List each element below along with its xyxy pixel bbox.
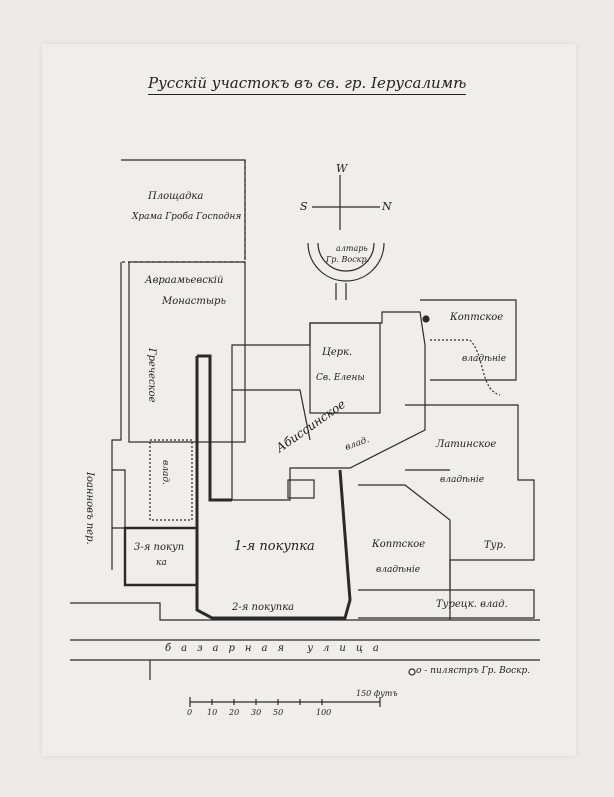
label-coptic-top2: владѣніе bbox=[462, 354, 507, 364]
label-first-purchase: 1-я покупка bbox=[234, 539, 315, 554]
label-latin2: владѣніе bbox=[440, 475, 485, 485]
scale-end: 150 футъ bbox=[356, 689, 398, 698]
label-second-purchase: 2-я покупка bbox=[232, 602, 295, 613]
coptic-bottom-block bbox=[358, 484, 451, 591]
pilaster-marker bbox=[422, 315, 430, 323]
label-bazaar-street: базарная улица bbox=[165, 643, 389, 654]
abraham-block bbox=[128, 261, 246, 443]
label-pilaster: о - пилястръ Гр. Воскр. bbox=[416, 666, 531, 676]
third-purchase-block bbox=[123, 526, 199, 587]
scale-tick: 10 bbox=[207, 708, 218, 717]
latin-block bbox=[405, 404, 535, 620]
label-turk: Тур. bbox=[484, 540, 507, 551]
scale-tick: 50 bbox=[273, 708, 284, 717]
label-third-purchase: 3-я покуп bbox=[134, 542, 185, 553]
label-ioann-lane: Iоанновъ пер. bbox=[84, 472, 95, 545]
square-outline bbox=[121, 159, 246, 260]
label-turkish: Турецк. влад. bbox=[436, 599, 508, 610]
label-abraham2: Монастырь bbox=[162, 296, 226, 307]
church-block bbox=[309, 322, 381, 414]
map-sheet bbox=[42, 44, 576, 756]
compass-north: N bbox=[382, 200, 392, 213]
label-altar: алтарь bbox=[336, 244, 368, 253]
altar-arc bbox=[307, 242, 385, 282]
label-square2: Храма Гроба Господня bbox=[132, 212, 242, 222]
label-altar2: Гр. Воскр. bbox=[326, 255, 370, 264]
map-title: Русскій участокъ въ св. гр. Iерусалимѣ bbox=[148, 74, 467, 95]
scale-tick: 20 bbox=[229, 708, 240, 717]
compass-icon bbox=[312, 175, 380, 230]
scale-tick: 100 bbox=[316, 708, 332, 717]
label-square: Площадка bbox=[148, 191, 204, 202]
russian-plot-outline bbox=[195, 354, 352, 620]
label-third-purchase2: ка bbox=[156, 558, 167, 568]
label-church: Церк. bbox=[322, 347, 353, 358]
label-coptic: Коптское bbox=[372, 539, 426, 550]
scale-bar bbox=[189, 697, 381, 707]
compass-west: W bbox=[336, 162, 348, 175]
compass-south: S bbox=[300, 200, 308, 213]
label-coptic-top: Коптское bbox=[450, 312, 504, 323]
label-church2: Св. Елены bbox=[316, 373, 365, 383]
label-latin: Латинское bbox=[436, 439, 497, 450]
label-coptic2: владѣніе bbox=[376, 565, 421, 575]
label-abraham: Авраамьевскій bbox=[145, 275, 224, 286]
scale-tick: 30 bbox=[251, 708, 262, 717]
coptic-top-block bbox=[420, 299, 517, 381]
label-greek: Греческое bbox=[146, 348, 157, 403]
scale-tick: 0 bbox=[187, 708, 193, 717]
greek-block bbox=[149, 439, 193, 521]
label-greek-vlad: влад. bbox=[160, 460, 170, 485]
bazaar-street-top bbox=[70, 602, 540, 621]
